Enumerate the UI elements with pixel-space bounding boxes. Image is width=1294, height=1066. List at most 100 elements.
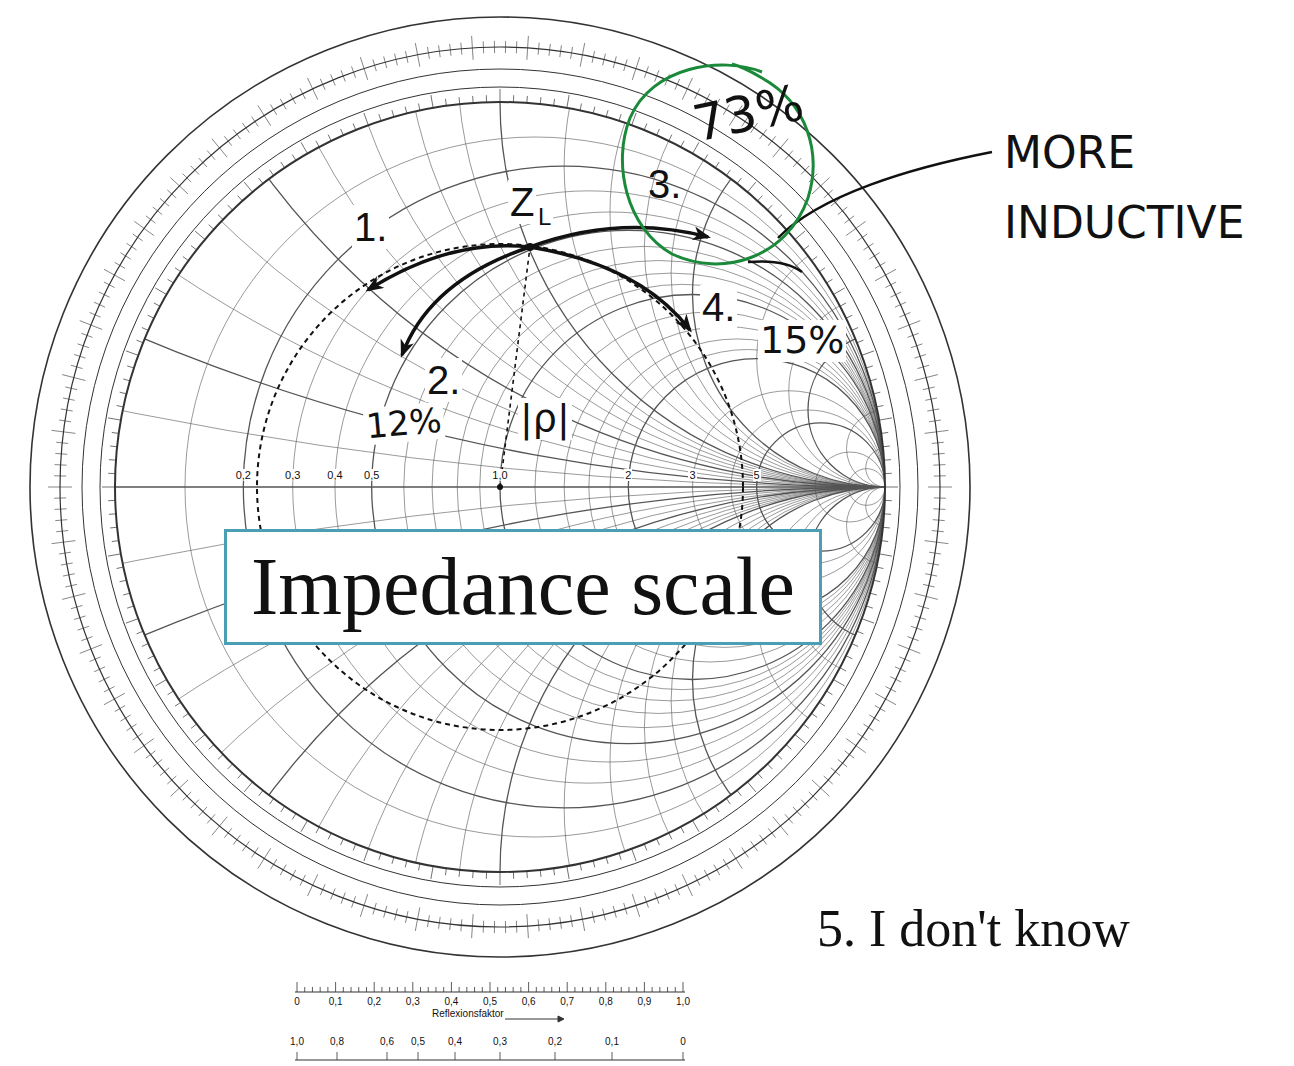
scale-tick xyxy=(682,89,687,100)
scale-tick xyxy=(580,907,582,919)
scale-tick xyxy=(933,519,939,520)
scale-tick xyxy=(625,59,627,65)
scale-tick xyxy=(100,667,105,669)
scale-tick xyxy=(246,841,249,846)
scale-tick xyxy=(151,751,156,755)
scale-tick xyxy=(883,527,890,529)
scale-tick xyxy=(604,54,605,60)
ruler-value: 0 xyxy=(680,1036,686,1047)
scale-tick xyxy=(812,186,821,194)
ruler-tick xyxy=(582,987,583,992)
scale-tick xyxy=(91,325,102,329)
ruler-tick xyxy=(536,987,537,992)
scale-tick xyxy=(929,420,935,422)
scale-tick xyxy=(280,99,283,104)
scale-tick xyxy=(418,104,419,111)
scale-tick xyxy=(396,909,397,915)
scale-tick xyxy=(237,835,241,840)
scale-tick xyxy=(195,231,205,239)
ruler-tick xyxy=(297,1052,298,1060)
scale-tick xyxy=(494,921,495,927)
scale-tick xyxy=(896,679,901,682)
scale-tick xyxy=(65,552,71,554)
scale-tick xyxy=(360,905,364,916)
scale-tick xyxy=(785,155,789,160)
scale-tick xyxy=(940,498,946,499)
scale-tick xyxy=(450,50,452,56)
scale-tick xyxy=(207,819,211,824)
scale-tick xyxy=(619,114,621,121)
scale-tick xyxy=(244,782,252,792)
scale-tick xyxy=(538,49,540,55)
scale-tick xyxy=(742,847,745,852)
scale-tick xyxy=(54,498,60,499)
scale-tick xyxy=(364,113,368,125)
scale-tick xyxy=(52,430,64,432)
scale-tick xyxy=(418,907,420,919)
scale-tick xyxy=(933,508,939,509)
scale-tick xyxy=(270,170,274,176)
scale-tick xyxy=(67,563,73,564)
scale-tick xyxy=(120,580,127,582)
scale-tick xyxy=(95,315,101,317)
scale-tick xyxy=(77,605,83,607)
scale-tick xyxy=(308,885,313,896)
scale-tick xyxy=(323,884,325,889)
scale-tick xyxy=(809,792,813,796)
scale-tick xyxy=(207,151,211,156)
scale-tick xyxy=(415,43,417,55)
scale-tick xyxy=(697,88,700,93)
scale-tick xyxy=(843,763,848,767)
scale-tick xyxy=(548,50,550,56)
scale-tick xyxy=(933,464,939,465)
scale-tick xyxy=(405,917,406,923)
scale-tick xyxy=(923,365,929,367)
scale-tick xyxy=(780,826,788,835)
scale-tick xyxy=(891,689,896,692)
scale-tick xyxy=(71,607,77,609)
scale-tick xyxy=(896,292,901,295)
scale-tick xyxy=(869,256,874,259)
scale-tick xyxy=(191,724,197,728)
scale-tick xyxy=(925,541,937,543)
scale-tick xyxy=(939,453,945,454)
ruler-tick xyxy=(343,987,344,992)
scale-tick xyxy=(811,257,817,261)
reactance-arc xyxy=(0,487,1294,1066)
scale-tick xyxy=(341,898,343,904)
scale-tick xyxy=(677,890,679,895)
scale-tick xyxy=(167,780,171,784)
scale-tick xyxy=(439,917,441,923)
scale-tick xyxy=(570,53,572,59)
scale-tick xyxy=(290,93,293,98)
scale-tick xyxy=(100,305,105,307)
scale-tick xyxy=(913,333,919,335)
scale-tick xyxy=(87,637,93,639)
scale-tick xyxy=(218,215,223,220)
scale-tick xyxy=(472,871,473,878)
scale-tick xyxy=(242,846,245,851)
scale-tick xyxy=(60,497,66,498)
scale-tick xyxy=(826,691,832,695)
scale-tick xyxy=(313,89,318,100)
ruler-tick xyxy=(455,1052,456,1060)
scale-tick xyxy=(120,392,127,394)
scale-tick xyxy=(142,644,148,647)
scale-tick xyxy=(828,780,832,784)
ruler-tick xyxy=(387,1052,388,1060)
scale-tick xyxy=(405,107,407,114)
answer-option: 5. I don't know xyxy=(815,900,1132,957)
ruler-tick xyxy=(335,982,336,992)
scale-tick xyxy=(540,97,542,104)
scale-tick xyxy=(883,446,890,448)
scale-tick xyxy=(646,902,648,908)
scale-tick xyxy=(461,919,463,925)
scale-tick xyxy=(138,237,143,240)
scale-tick xyxy=(846,739,856,746)
scale-tick xyxy=(874,718,879,721)
scale-tick xyxy=(933,453,939,454)
scale-tick xyxy=(905,659,911,661)
scale-tick xyxy=(846,315,852,318)
handwritten-note: 12% xyxy=(363,402,446,446)
scale-tick xyxy=(505,921,506,927)
